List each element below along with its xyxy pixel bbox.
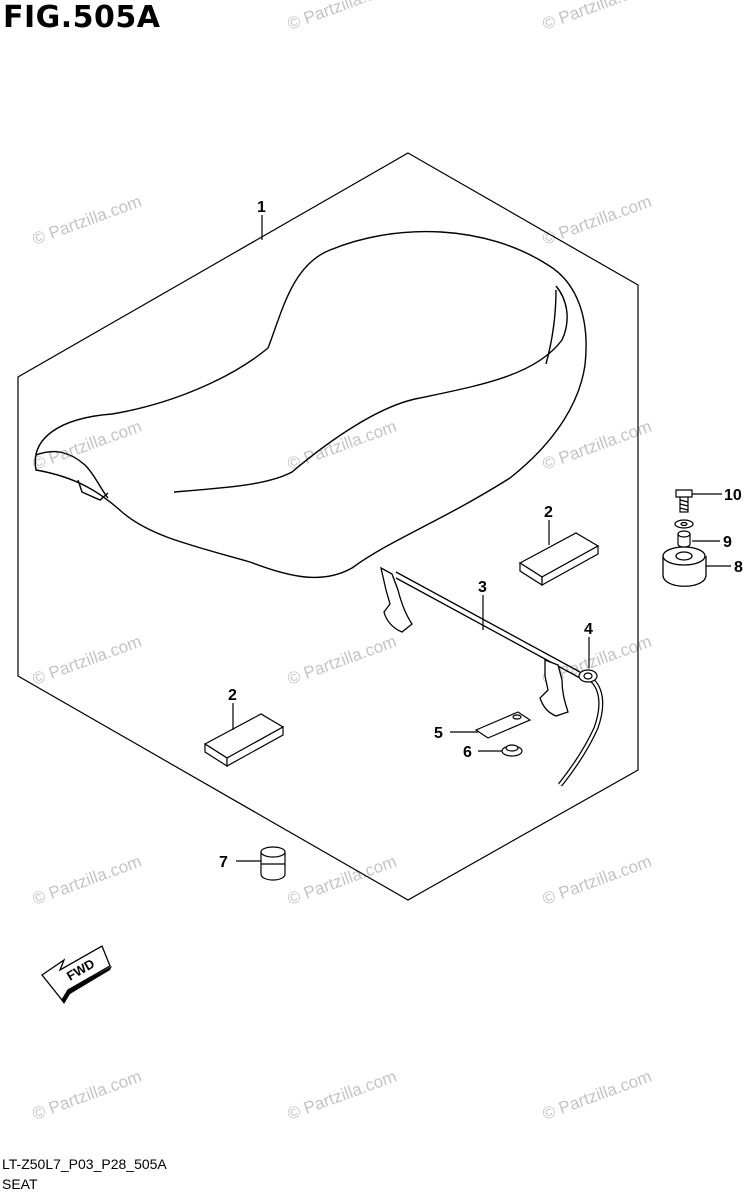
watermark: © Partzilla.com (285, 632, 399, 689)
watermark: © Partzilla.com (540, 1067, 654, 1124)
seat-part (34, 230, 587, 579)
watermark: © Partzilla.com (30, 1067, 144, 1124)
rubber-pad-part (203, 713, 285, 768)
watermark: © Partzilla.com (285, 852, 399, 909)
watermark: © Partzilla.com (30, 632, 144, 689)
damper-part (260, 846, 286, 881)
watermark: © Partzilla.com (285, 1067, 399, 1124)
callouts: 1 2 2 3 4 5 6 7 8 9 10 (219, 199, 743, 871)
watermark: © Partzilla.com (30, 852, 144, 909)
callout-4: 4 (584, 621, 593, 638)
callout-2: 2 (228, 687, 237, 704)
clamp-part (578, 669, 598, 683)
callout-7: 7 (219, 854, 228, 871)
callout-5: 5 (434, 725, 443, 742)
callout-8: 8 (734, 559, 743, 576)
washer-part (674, 519, 694, 529)
seat-lock-rod-part (380, 566, 604, 787)
plate-part (474, 711, 532, 739)
watermark: © Partzilla.com (30, 417, 144, 474)
watermark: © Partzilla.com (540, 192, 654, 249)
figure-code: LT-Z50L7_P03_P28_505A (2, 1156, 167, 1172)
watermark: © Partzilla.com (285, 0, 399, 34)
watermark: © Partzilla.com (285, 417, 399, 474)
collar-part (677, 530, 691, 548)
callout-1: 1 (257, 199, 266, 216)
figure-subtitle: SEAT (2, 1176, 38, 1192)
callout-9: 9 (723, 534, 732, 551)
figure-title: FIG.505A (3, 0, 161, 35)
nut-part (501, 744, 523, 757)
assembly-outline (17, 152, 639, 901)
bolt-part (675, 489, 693, 513)
fwd-arrow-icon: FWD (41, 945, 112, 1004)
watermark: © Partzilla.com (540, 852, 654, 909)
callout-10: 10 (724, 487, 742, 504)
watermark: © Partzilla.com (540, 417, 654, 474)
callout-2: 2 (544, 504, 553, 521)
watermark: © Partzilla.com (540, 0, 654, 34)
watermark: © Partzilla.com (30, 192, 144, 249)
callout-6: 6 (463, 744, 472, 761)
leader-lines (232, 215, 731, 862)
rubber-pad-part (518, 532, 600, 587)
callout-3: 3 (478, 579, 487, 596)
cushion-part (662, 546, 707, 587)
